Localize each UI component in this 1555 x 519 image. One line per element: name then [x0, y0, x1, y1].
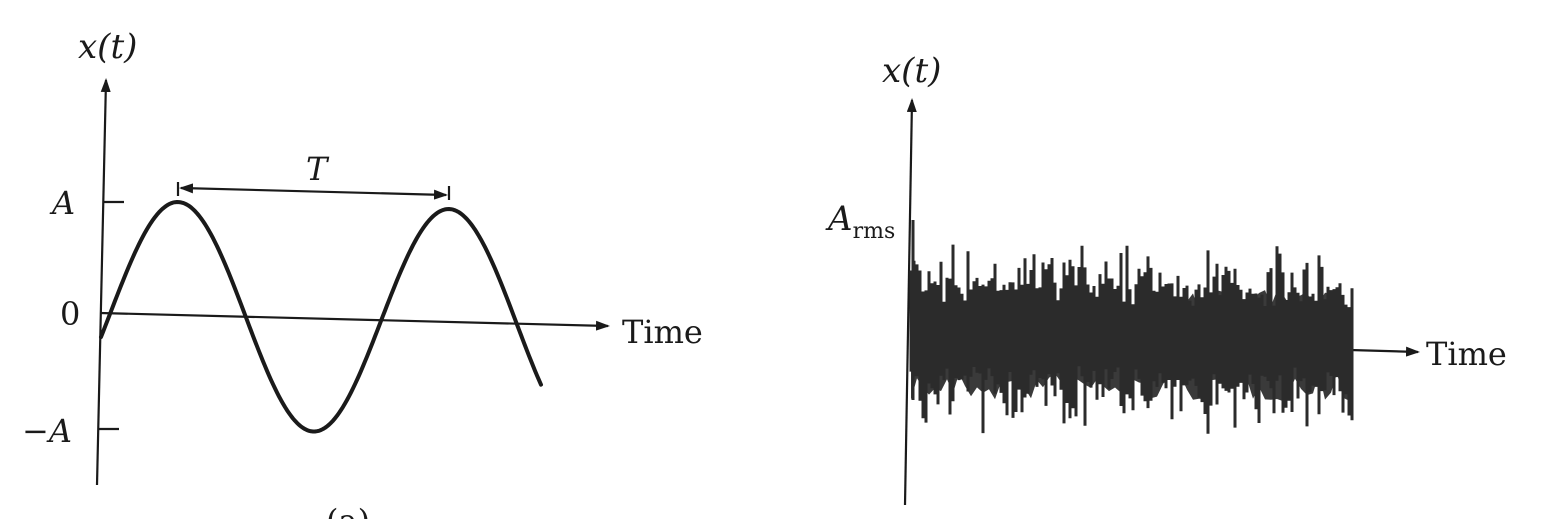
panel-b-level-label-sub: rms — [853, 219, 896, 244]
panel-b: x(t) Time Arms — [825, 51, 1507, 506]
panel-a-y-axis — [95, 78, 111, 486]
panel-a-caption: (a) — [326, 502, 370, 519]
panel-b-y-axis — [903, 98, 917, 506]
panel-a-y-axis-label: x(t) — [78, 27, 137, 67]
panel-a-x-axis — [99, 311, 610, 331]
panel-a-period-label: T — [306, 150, 330, 188]
panel-b-level-label: Arms — [825, 199, 895, 244]
panel-a-x-axis-label: Time — [622, 313, 703, 351]
panel-b-x-axis — [1349, 346, 1420, 357]
panel-a-tick-label-zero: 0 — [60, 295, 80, 333]
panel-a: x(t) Time A 0 −A T (a) — [22, 27, 703, 519]
panel-b-noise-signal — [909, 220, 1354, 434]
panel-a-sine-curve — [99, 200, 543, 434]
panel-b-x-axis-label: Time — [1426, 335, 1507, 373]
panel-b-level-label-main: A — [825, 199, 853, 239]
panel-b-y-axis-label: x(t) — [882, 51, 941, 91]
panel-a-tick-label-pos: A — [49, 184, 75, 222]
panel-a-period-arrow — [179, 183, 448, 200]
panel-a-tick-label-neg: −A — [22, 412, 72, 450]
